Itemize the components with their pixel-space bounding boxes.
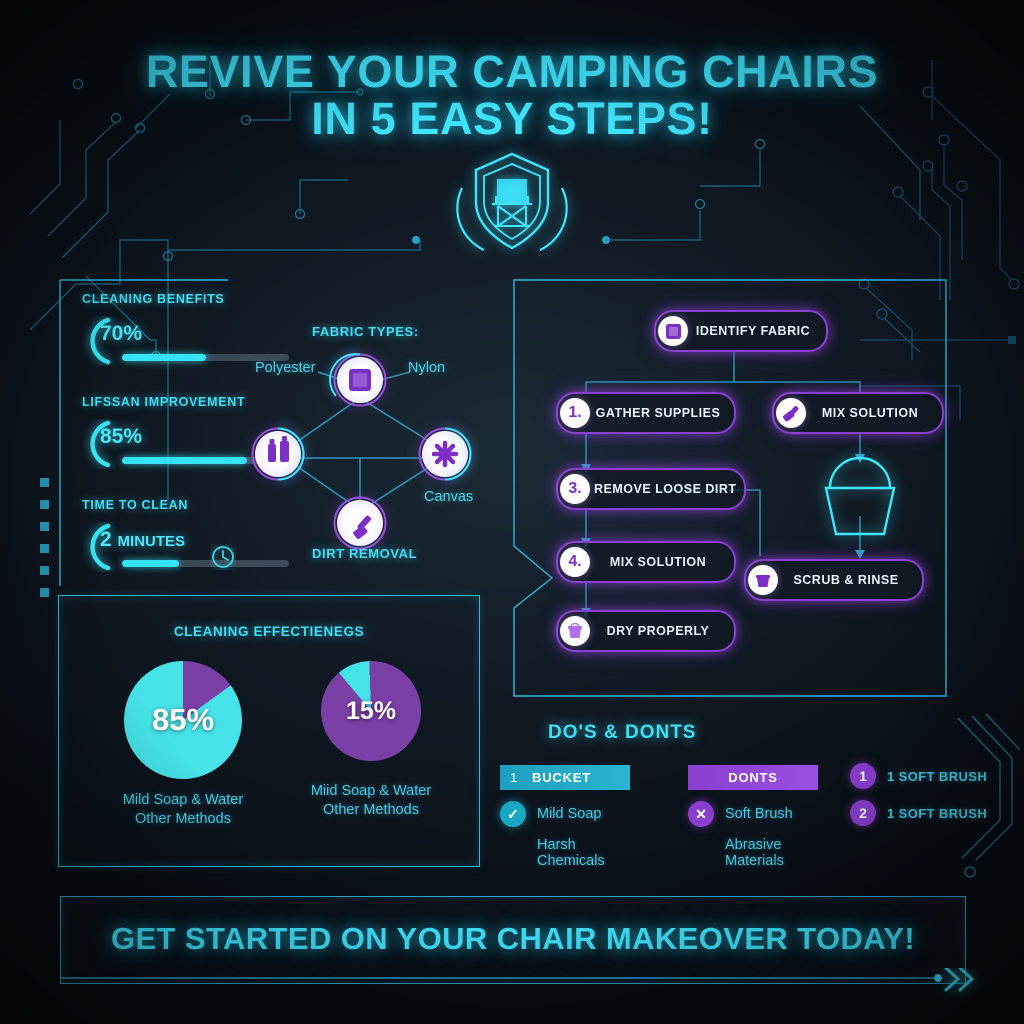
flow-node-label: SCRUB & RINSE [793, 573, 899, 587]
flow-node-identify-fabric[interactable]: IDENTIFY FABRIC [654, 310, 828, 352]
supplies-row: 1 1 SOFT BRUSH [850, 763, 1024, 789]
donts-item: ✕ Soft Brush [688, 801, 818, 827]
stat-lifssan-improvement: LIFSSAN IMPROVEMENT 85% [82, 395, 289, 468]
clock-icon [212, 546, 234, 568]
cross-icon: ✕ [688, 801, 714, 827]
donts-column: DONTS ✕ Soft Brush Abrasive Materials [688, 765, 818, 869]
pie-1-legend-item: Other Methods [135, 811, 231, 827]
supplies-label: 1 SOFT BRUSH [887, 768, 988, 784]
flow-node-label: MIX SOLUTION [821, 406, 919, 420]
flow-node-scrub-rinse[interactable]: SCRUB & RINSE [744, 559, 924, 601]
fabric-label-polyester: Polyester [255, 360, 316, 376]
process-flow-panel: IDENTIFY FABRIC 1. GATHER SUPPLIES MIX S… [512, 278, 948, 698]
pie-2-center-label: 15% [345, 696, 397, 725]
pie-2-graphic: 15% [321, 661, 421, 761]
fabric-label-canvas: Canvas [424, 489, 474, 505]
step-number-badge: 3. [560, 474, 590, 504]
stat-value: 2 MINUTES [100, 528, 186, 551]
supplies-label: 1 SOFT BRUSH [887, 805, 988, 821]
bucket-icon [560, 616, 590, 646]
pie-1-legend-item: Mild Soap & Water [122, 792, 244, 808]
stat-progress-track [122, 560, 289, 567]
dos-column: 1 BUCKET ✓ Mild Soap Harsh Chemicals [500, 765, 630, 869]
flow-node-mix-solution-top[interactable]: MIX SOLUTION [772, 392, 944, 434]
dos-header-label: BUCKET [532, 770, 591, 785]
donts-header-label: DONTS [728, 770, 778, 785]
donts-item-label: Soft Brush [725, 806, 793, 822]
pie-chart-1: 85% Mild Soap & Water Other Methods [93, 661, 273, 829]
stat-unit: MINUTES [117, 533, 186, 550]
dos-header-index: 1 [510, 770, 519, 785]
stat-time-to-clean: TIME TO CLEAN 2 MINUTES [82, 498, 289, 571]
supplies-column: 1 1 SOFT BRUSH 2 1 SOFT BRUSH [850, 763, 1024, 837]
pie-1-center-label: 85% [151, 702, 215, 737]
flow-node-label: IDENTIFY FABRIC [695, 324, 811, 338]
donts-header: DONTS [688, 765, 818, 790]
supplies-badge: 1 [850, 763, 876, 789]
flow-node-remove-loose-dirt[interactable]: 3. REMOVE LOOSE DIRT [556, 468, 746, 510]
flow-node-mix-solution-bottom[interactable]: 4. MIX SOLUTION [556, 541, 736, 583]
page-title: REVIVE YOUR CAMPING CHAIRS IN 5 EASY STE… [0, 48, 1024, 142]
bucket-outline-icon [824, 456, 896, 536]
supplies-row: 2 1 SOFT BRUSH [850, 800, 1024, 826]
stat-cleaning-benefits: CLEANING BENEFITS 70% [82, 292, 289, 365]
cta-text: GET STARTED ON YOUR CHAIR MAKEOVER TODAY… [110, 921, 916, 956]
step-number-badge: 4. [560, 547, 590, 577]
stat-progress-fill [122, 457, 248, 464]
brush-icon [776, 398, 806, 428]
pie-chart-2: 15% Miid Soap & Water Other Methods [281, 661, 461, 820]
flow-node-label: MIX SOLUTION [609, 555, 707, 569]
fabric-swatch-icon [658, 316, 688, 346]
stat-progress-fill [122, 560, 179, 567]
pie-1-legend: Mild Soap & Water Other Methods [93, 791, 273, 829]
flow-node-label: REMOVE LOOSE DIRT [594, 482, 737, 496]
fabric-swatch-icon [349, 369, 371, 391]
supplies-badge: 2 [850, 800, 876, 826]
stat-progress-fill [122, 354, 206, 361]
flow-node-label: DRY PROPERLY [606, 624, 710, 638]
pies-title: CLEANING EFFECTIENEGS [173, 624, 365, 639]
dos-item: ✓ Mild Soap [500, 801, 630, 827]
flow-node-label: GATHER SUPPLIES [595, 406, 721, 420]
logo [432, 140, 592, 265]
stat-value: 85% [100, 425, 143, 448]
dos-item-label: Mild Soap [537, 806, 602, 822]
dos-header: 1 BUCKET [500, 765, 630, 790]
stat-label: TIME TO CLEAN [82, 498, 189, 512]
flow-node-dry-properly[interactable]: DRY PROPERLY [556, 610, 736, 652]
title-line-1: REVIVE YOUR CAMPING CHAIRS [145, 46, 879, 97]
flow-node-gather-supplies[interactable]: 1. GATHER SUPPLIES [556, 392, 736, 434]
donts-sub-label: Abrasive Materials [725, 837, 784, 869]
snowflake-icon [431, 440, 459, 468]
bucket-icon [748, 565, 778, 595]
stat-label: LIFSSAN IMPROVEMENT [82, 395, 246, 409]
footer-arrow [60, 968, 975, 992]
pie-1-graphic: 85% [124, 661, 242, 779]
step-number-badge: 1. [560, 398, 590, 428]
dos-donts-title: DO'S & DONTS [548, 722, 697, 743]
pie-2-legend-item: Other Methods [323, 802, 419, 818]
stat-label: CLEANING BENEFITS [82, 292, 225, 306]
double-chevron-right-icon [944, 968, 975, 992]
dos-sub-label: Harsh Chemicals [537, 837, 605, 869]
stat-value: 70% [100, 322, 143, 345]
fabric-label-nylon: Nylon [408, 360, 446, 376]
pie-2-legend-item: Miid Soap & Water [310, 783, 432, 799]
fabric-types-title: FABRIC TYPES: [312, 324, 419, 339]
title-line-2: IN 5 EASY STEPS! [311, 93, 713, 144]
cleaning-effectiveness-panel: CLEANING EFFECTIENEGS 85% Mild Soap & Wa… [58, 595, 480, 867]
check-icon: ✓ [500, 801, 526, 827]
pie-2-legend: Miid Soap & Water Other Methods [281, 782, 461, 820]
dirt-removal-label: DIRT REMOVAL [312, 546, 418, 561]
shield-chair-icon [456, 152, 568, 251]
